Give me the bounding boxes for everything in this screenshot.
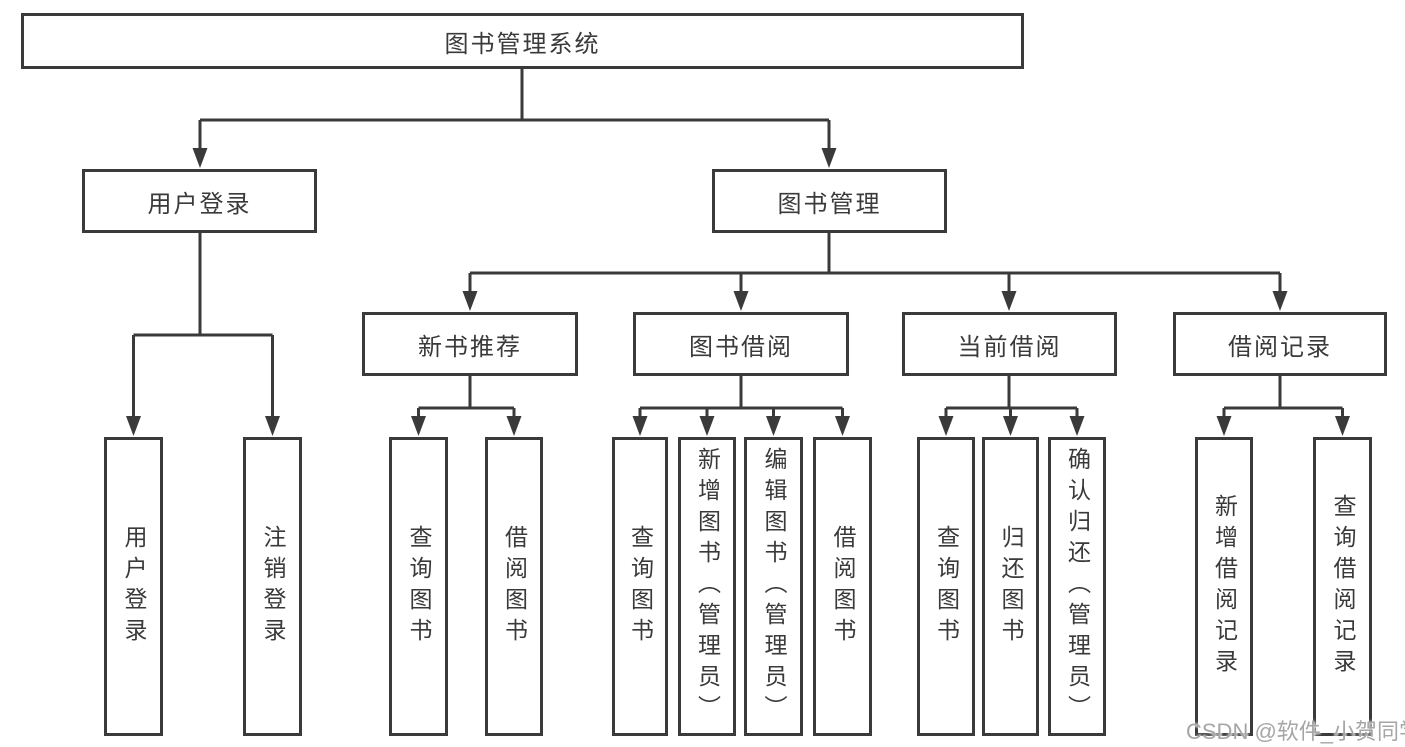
arrow-down-icon [192,148,208,168]
leaf-query-borrow-record: 查询借阅记录 [1313,437,1372,736]
arrow-down-icon [835,416,850,436]
leaf-label: 查询图书 [406,524,432,649]
leaf-label: 新增借阅记录 [1211,493,1238,680]
arrow-down-icon [733,291,749,311]
arrow-down-icon [766,416,781,436]
node-label: 用户登录 [147,190,252,218]
node-label: 新书推荐 [418,333,522,361]
arrow-down-icon [1272,291,1288,311]
leaf-add-borrow-record: 新增借阅记录 [1195,437,1253,736]
csdn-watermark: CSDN @软件_小贺同学 [1186,719,1405,744]
node-label: 借阅记录 [1228,333,1332,361]
leaf-edit-books-admin: 编辑图书（管理员） [744,437,803,736]
leaf-confirm-return-admin: 确认归还（管理员） [1048,437,1106,736]
leaf-label: 查询图书 [933,524,960,649]
leaf-query-books-current: 查询图书 [917,437,975,736]
arrow-down-icon [1216,416,1232,436]
leaf-label: 用户登录 [121,524,147,649]
leaf-label: 查询借阅记录 [1330,493,1356,680]
arrow-down-icon [699,416,715,436]
arrow-down-icon [506,416,522,436]
arrow-down-icon [938,416,954,436]
leaf-query-books-recommend: 查询图书 [389,437,448,736]
node-book-borrow: 图书借阅 [633,312,849,376]
node-current-borrow: 当前借阅 [902,312,1117,376]
arrow-down-icon [632,416,648,436]
node-book-management: 图书管理 [712,169,947,233]
leaf-label: 注销登录 [260,524,286,649]
leaf-borrow-books-recommend: 借阅图书 [485,437,543,736]
leaf-label: 查询图书 [627,524,654,649]
arrow-down-icon [126,416,141,436]
arrow-down-icon [1069,416,1085,436]
node-label: 图书管理 [777,190,882,218]
leaf-label: 编辑图书（管理员） [761,447,787,726]
arrow-down-icon [265,416,280,436]
arrow-down-icon [1335,416,1350,436]
node-label: 图书管理系统 [444,30,601,58]
node-user-login: 用户登录 [82,169,317,233]
leaf-logout: 注销登录 [243,437,302,736]
leaf-borrow-books: 借阅图书 [813,437,872,736]
leaf-add-books-admin: 新增图书（管理员） [678,437,736,736]
arrow-down-icon [821,148,837,168]
node-root-system: 图书管理系统 [21,13,1024,69]
leaf-return-books: 归还图书 [982,437,1039,736]
arrow-down-icon [1001,291,1017,311]
node-borrow-records: 借阅记录 [1173,312,1387,376]
node-new-book-recommend: 新书推荐 [362,312,578,376]
leaf-query-books-borrow: 查询图书 [612,437,668,736]
node-label: 图书借阅 [689,333,793,361]
node-label: 当前借阅 [957,333,1062,361]
leaf-label: 确认归还（管理员） [1064,447,1091,726]
arrow-down-icon [411,416,426,436]
arrow-down-icon [1003,416,1018,436]
leaf-user-login: 用户登录 [104,437,163,736]
leaf-label: 归还图书 [998,524,1024,649]
leaf-label: 借阅图书 [501,524,528,649]
arrow-down-icon [462,291,478,311]
leaf-label: 新增图书（管理员） [694,447,721,726]
leaf-label: 借阅图书 [830,524,856,649]
